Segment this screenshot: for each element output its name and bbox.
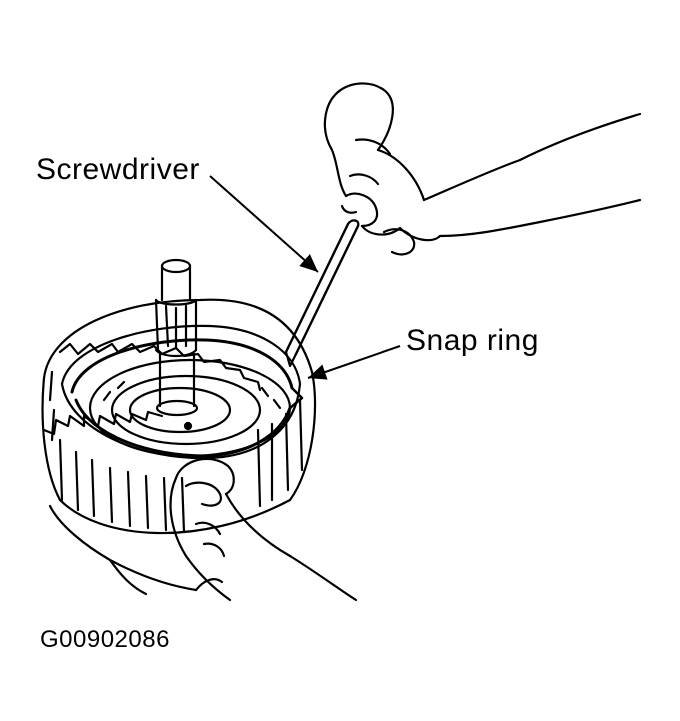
upper-hand bbox=[323, 82, 642, 256]
screwdriver-callout: Screwdriver bbox=[36, 153, 200, 186]
figure-id: G00902086 bbox=[40, 626, 170, 653]
clutch-drum bbox=[41, 298, 317, 535]
snap-ring-callout: Snap ring bbox=[406, 324, 539, 357]
lower-hand bbox=[48, 457, 358, 602]
screwdriver bbox=[284, 219, 360, 368]
input-shaft bbox=[154, 258, 199, 417]
hub-plates bbox=[88, 358, 292, 458]
